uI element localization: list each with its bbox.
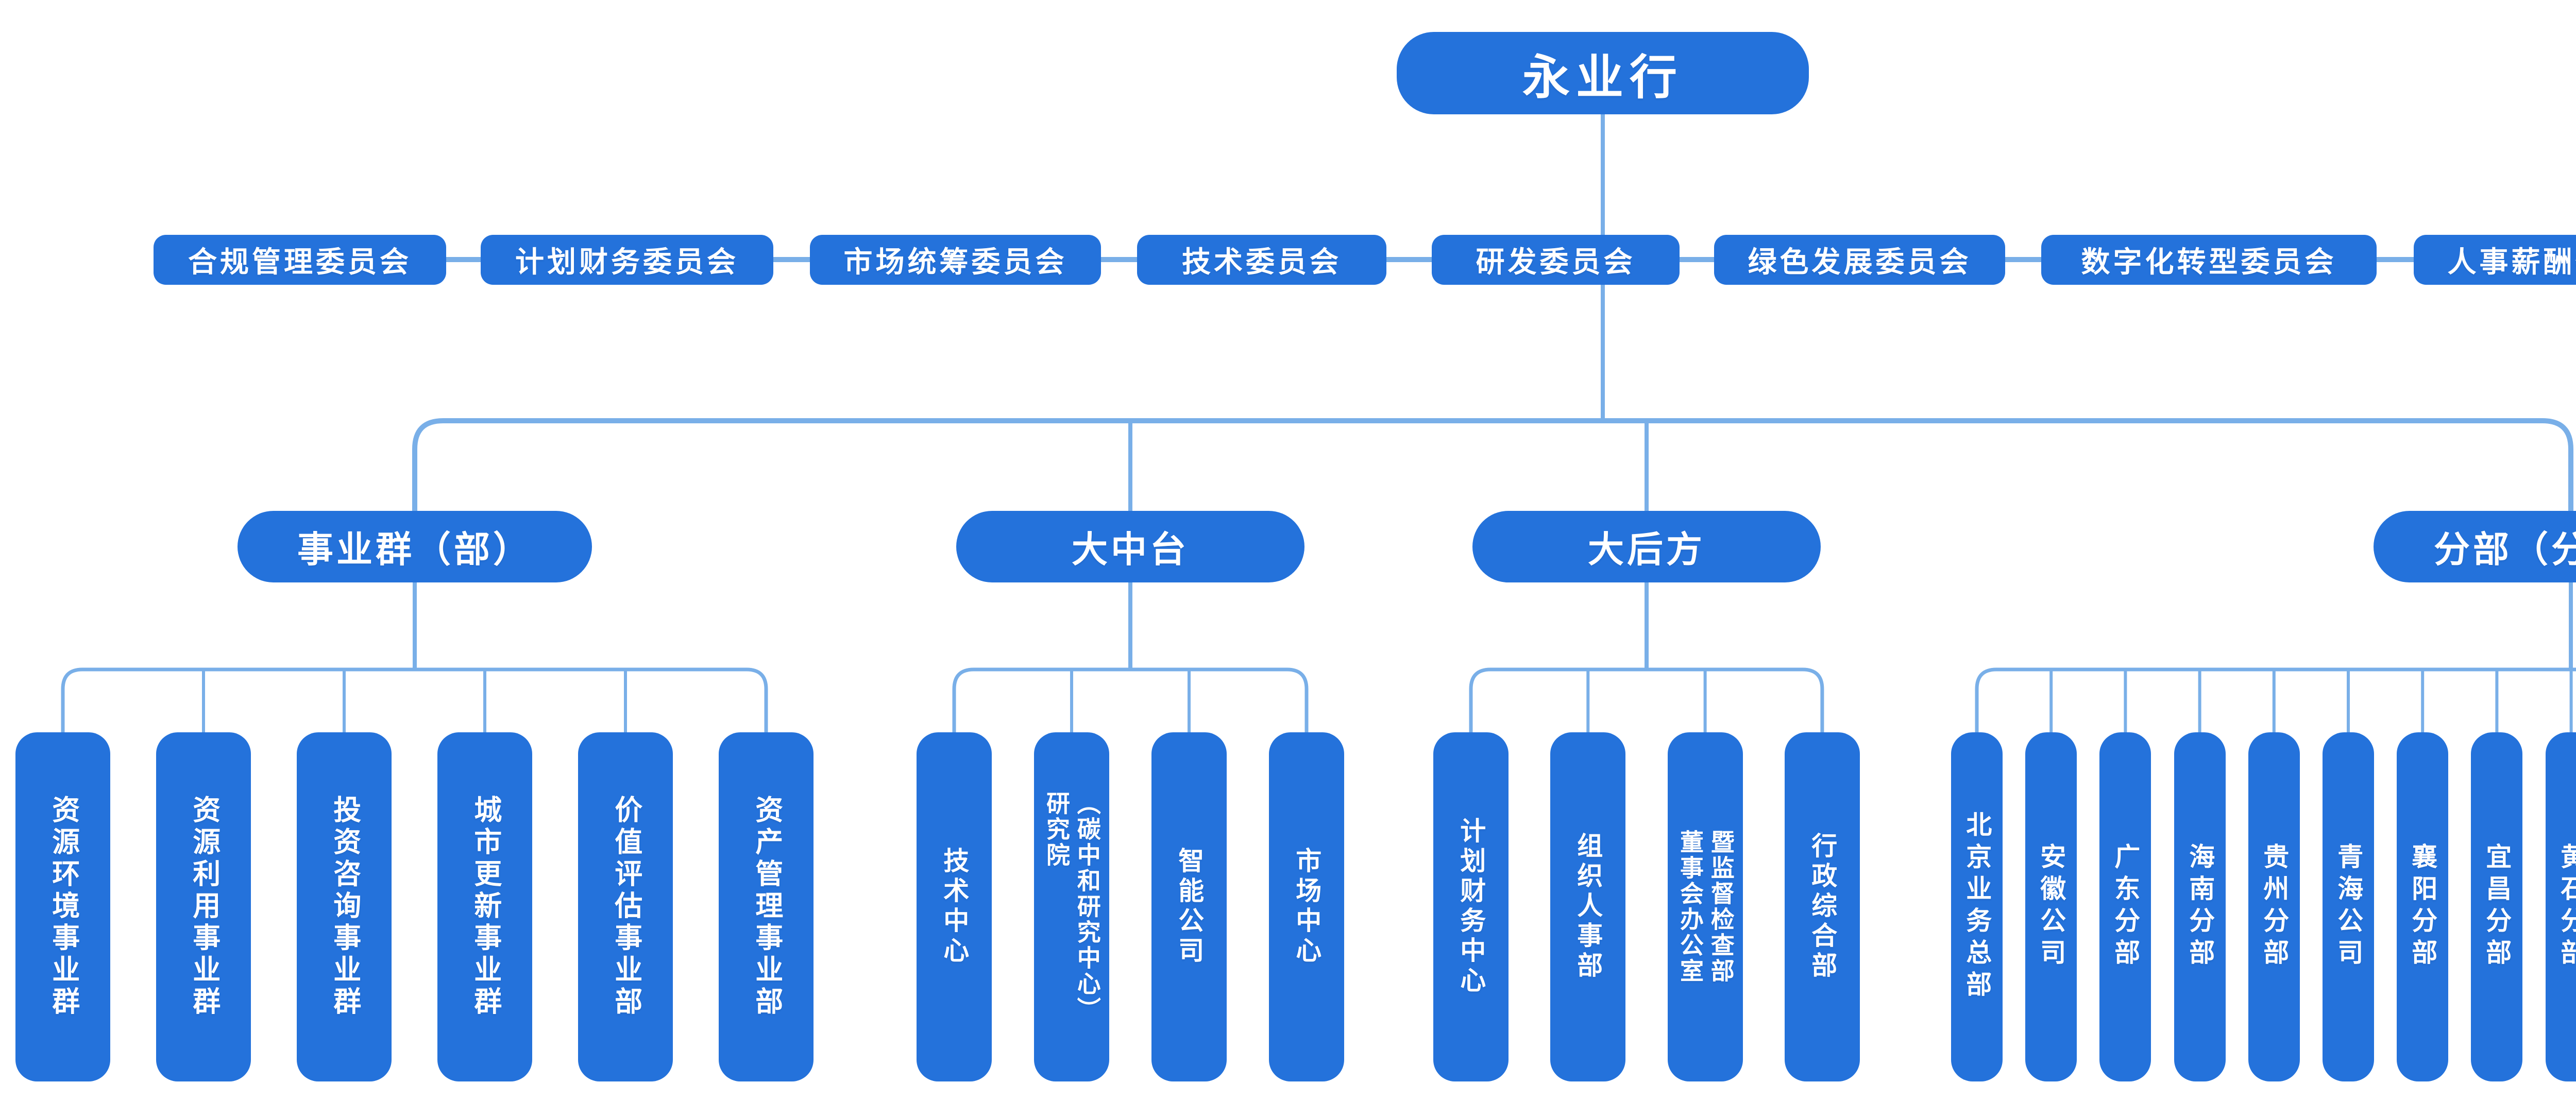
group-pill: 大后方 bbox=[1472, 511, 1821, 582]
dept-label: 青海公司 bbox=[2334, 843, 2363, 971]
dept-box: 贵州分部 bbox=[2248, 732, 2300, 1081]
dept-label: 资产管理事业部 bbox=[751, 795, 782, 1019]
dept-box: 价值评估事业部 bbox=[578, 732, 673, 1081]
committee-box: 人事薪酬委员会 bbox=[2414, 235, 2576, 285]
dept-box: 董事会办公室 暨监督检查部 bbox=[1668, 732, 1743, 1081]
dept-label: 投资咨询事业群 bbox=[329, 795, 360, 1019]
group-pill: 大中台 bbox=[956, 511, 1304, 582]
dept-box: 北京业务总部 bbox=[1951, 732, 2003, 1081]
committee-box: 合规管理委员会 bbox=[154, 235, 446, 285]
committee-box: 研发委员会 bbox=[1432, 235, 1680, 285]
dept-label: 海南分部 bbox=[2185, 843, 2215, 971]
dept-label: 智能公司 bbox=[1175, 847, 1204, 967]
dept-box: 海南分部 bbox=[2174, 732, 2226, 1081]
dept-box: 资源利用事业群 bbox=[156, 732, 251, 1081]
dept-box: 资产管理事业部 bbox=[719, 732, 814, 1081]
dept-label: 市场中心 bbox=[1292, 847, 1321, 967]
dept-label: 城市更新事业群 bbox=[469, 795, 501, 1019]
group-pill: 事业群（部） bbox=[238, 511, 592, 582]
dept-box: 城市更新事业群 bbox=[437, 732, 532, 1081]
committee-box: 计划财务委员会 bbox=[481, 235, 773, 285]
dept-box: 投资咨询事业群 bbox=[297, 732, 392, 1081]
dept-label: 北京业务总部 bbox=[1962, 811, 1992, 1003]
dept-box: 广东分部 bbox=[2099, 732, 2151, 1081]
dept-label: 广东分部 bbox=[2111, 843, 2140, 971]
dept-label: 贵州分部 bbox=[2260, 843, 2289, 971]
dept-label: 行政综合部 bbox=[1808, 832, 1837, 982]
dept-box: 市场中心 bbox=[1269, 732, 1344, 1081]
dept-label: 宜昌分部 bbox=[2482, 843, 2512, 971]
dept-label: 资源环境事业群 bbox=[47, 795, 79, 1019]
dept-box: 研究院 （碳中和研究中心） bbox=[1034, 732, 1109, 1081]
committee-box: 绿色发展委员会 bbox=[1714, 235, 2005, 285]
dept-label: 价值评估事业部 bbox=[610, 795, 641, 1019]
dept-box: 资源环境事业群 bbox=[15, 732, 110, 1081]
dept-label: 研究院 （碳中和研究中心） bbox=[1043, 791, 1101, 1023]
dept-label: 技术中心 bbox=[940, 847, 969, 967]
dept-label: 资源利用事业群 bbox=[188, 795, 219, 1019]
root-node: 永业行 bbox=[1397, 32, 1809, 114]
dept-box: 行政综合部 bbox=[1785, 732, 1860, 1081]
dept-label: 襄阳分部 bbox=[2408, 843, 2437, 971]
dept-box: 安徽公司 bbox=[2025, 732, 2077, 1081]
dept-box: 襄阳分部 bbox=[2397, 732, 2448, 1081]
dept-label: 安徽公司 bbox=[2037, 843, 2066, 971]
committee-box: 技术委员会 bbox=[1137, 235, 1386, 285]
dept-label: 黄石分部 bbox=[2557, 843, 2576, 971]
dept-box: 技术中心 bbox=[917, 732, 992, 1081]
dept-box: 智能公司 bbox=[1151, 732, 1227, 1081]
dept-label: 组织人事部 bbox=[1573, 832, 1603, 982]
dept-box: 组织人事部 bbox=[1550, 732, 1625, 1081]
dept-box: 黄石分部 bbox=[2546, 732, 2576, 1081]
group-pill: 分部（分公司） bbox=[2374, 511, 2576, 582]
dept-box: 青海公司 bbox=[2323, 732, 2374, 1081]
dept-label: 董事会办公室 暨监督检查部 bbox=[1677, 830, 1735, 984]
dept-box: 计划财务中心 bbox=[1433, 732, 1509, 1081]
dept-label: 计划财务中心 bbox=[1456, 817, 1486, 996]
committee-box: 数字化转型委员会 bbox=[2041, 235, 2377, 285]
dept-box: 宜昌分部 bbox=[2471, 732, 2522, 1081]
committee-box: 市场统筹委员会 bbox=[810, 235, 1101, 285]
